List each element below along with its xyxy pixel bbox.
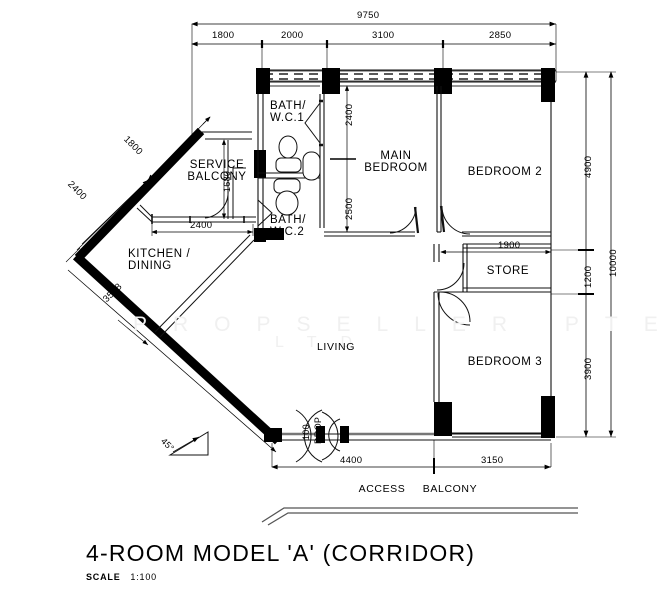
bottom-dimension-chain [271, 440, 552, 474]
top-dimension-chain [191, 21, 557, 140]
dim-right-overall: 10000 [608, 249, 619, 277]
scale-label: SCALE [86, 572, 121, 582]
room-label-main-bedroom: MAIN BEDROOM [364, 150, 428, 174]
living-walls [117, 234, 255, 346]
door-swing-store [436, 262, 465, 291]
room-label-bedroom-2: BEDROOM 2 [467, 166, 543, 178]
room-label-bath-wc-1: BATH/ W.C.1 [270, 100, 307, 124]
door-swing-bath-wc-2 [257, 199, 273, 227]
dim-top-2000: 2000 [281, 30, 304, 41]
door-swing-bath-wc-1 [304, 99, 323, 147]
scale-value: 1:100 [130, 572, 157, 582]
door-swing-entry [295, 409, 341, 463]
dim-service-balcony-1680: 1680 [222, 170, 232, 192]
room-label-kitchen-dining: KITCHEN / DINING [128, 248, 191, 272]
door-swing-main-bedroom [389, 206, 420, 234]
dim-service-balcony-2400: 2400 [190, 220, 213, 231]
room-label-living: LIVING [316, 341, 356, 353]
dim-top-overall: 9750 [357, 10, 380, 21]
dim-bottom-4400: 4400 [340, 455, 363, 466]
diagonal-dimension-lines [65, 116, 277, 453]
angle-marker-45 [168, 431, 209, 456]
window-band-top [261, 70, 557, 87]
entry-walls [282, 432, 541, 438]
dim-drop-label: DROP [313, 416, 323, 444]
dim-main-bedroom-2400: 2400 [344, 103, 355, 126]
dim-right-3900: 3900 [583, 357, 594, 380]
scale-note: SCALE 1:100 [86, 572, 475, 582]
bathroom-fixtures [273, 135, 321, 216]
interior-dimension-lines [151, 85, 551, 255]
dim-top-2850: 2850 [489, 30, 512, 41]
corridor-line [261, 507, 578, 526]
room-label-service-balcony: SERVICE BALCONY [187, 159, 247, 183]
room-label-bedroom-3: BEDROOM 3 [467, 356, 543, 368]
dim-drop-value: 100 [301, 424, 311, 440]
room-label-access: ACCESS [358, 483, 406, 495]
page-title: 4-ROOM MODEL 'A' (CORRIDOR) [86, 540, 476, 566]
room-label-bath-wc-2: BATH/ W.C.2 [270, 214, 307, 238]
door-swing-bedroom-2 [439, 205, 471, 235]
title-block: 4-ROOM MODEL 'A' (CORRIDOR) SCALE 1:100 [86, 540, 475, 582]
dim-store-1900: 1900 [498, 240, 521, 251]
door-swing-bedroom-3 [437, 291, 471, 326]
dim-bottom-3150: 3150 [481, 455, 504, 466]
structural-columns [254, 68, 555, 442]
door-swing-service-balcony [204, 189, 229, 219]
room-label-balcony: BALCONY [422, 483, 478, 495]
bedroom-partitions [324, 86, 551, 237]
entry-jamb-left [316, 426, 325, 443]
bedroom-3-walls [433, 291, 463, 402]
room-label-store: STORE [486, 265, 530, 277]
right-dimension-chain [551, 71, 616, 438]
entry-jamb-right [340, 426, 349, 443]
dim-main-bedroom-2500: 2500 [344, 197, 355, 220]
dim-right-4900: 4900 [583, 155, 594, 178]
dim-right-1200: 1200 [583, 265, 594, 288]
wall-outline [258, 69, 556, 441]
dim-top-3100: 3100 [372, 30, 395, 41]
dim-top-1800: 1800 [212, 30, 235, 41]
